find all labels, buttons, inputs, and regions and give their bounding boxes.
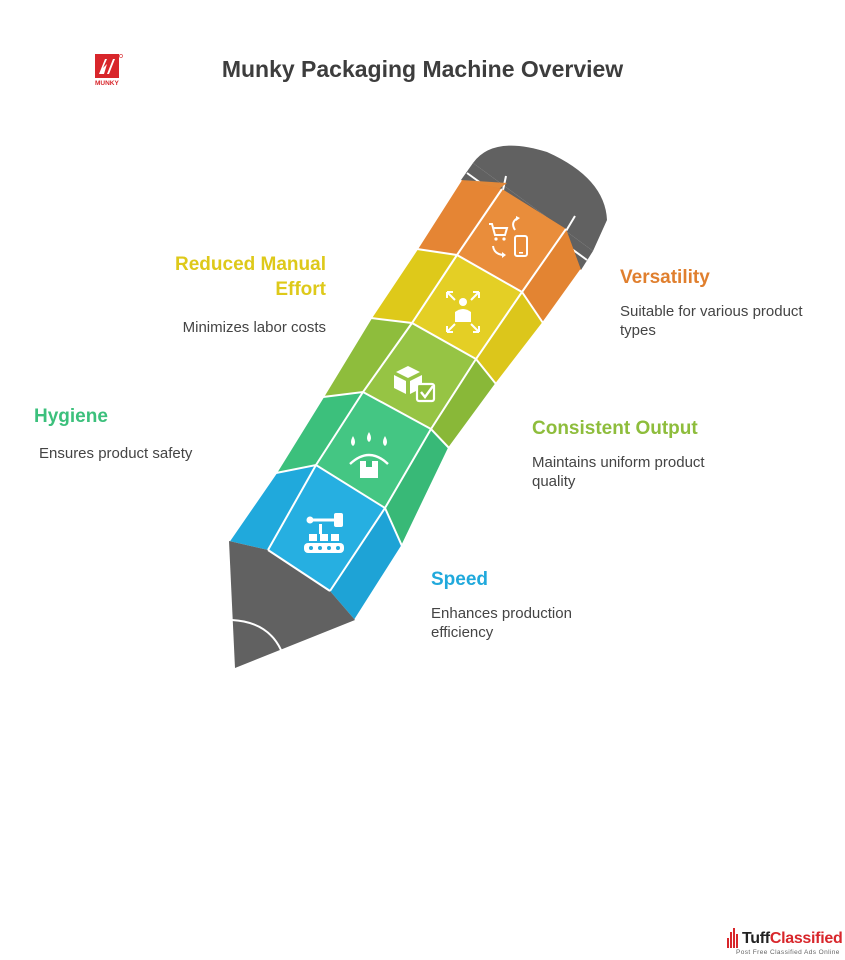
watermark-brand-part1: Tuff	[742, 930, 770, 947]
segment-reduced-effort	[371, 249, 543, 384]
watermark-brand-part2: Classified	[769, 930, 843, 947]
segment-speed	[229, 465, 402, 620]
robot-arm-conveyor-icon	[304, 513, 344, 553]
pencil-tip	[229, 541, 355, 668]
watermark-brand: TuffClassified	[742, 930, 843, 948]
hygiene-desc: Ensures product safety	[39, 445, 193, 462]
segment-versatility	[417, 180, 581, 323]
svg-text:MUNKY: MUNKY	[95, 80, 119, 86]
pencil-cap	[473, 145, 607, 251]
water-drop-box-icon	[349, 432, 389, 478]
speed-desc: Enhances production efficiency	[431, 605, 572, 641]
tuffclassified-watermark: TuffClassified Post Free Classified Ads …	[726, 928, 843, 960]
reduced-effort-label: Reduced Manual Effort	[175, 254, 326, 300]
watermark-tagline: Post Free Classified Ads Online	[736, 949, 840, 956]
munky-logo: MUNKY	[95, 54, 123, 87]
person-expand-icon	[446, 291, 480, 333]
speed-label: Speed	[431, 569, 489, 590]
box-check-icon	[394, 366, 436, 403]
versatility-label: Versatility	[620, 267, 710, 288]
page-title: Munky Packaging Machine Overview	[221, 56, 624, 82]
versatility-desc: Suitable for various product types	[620, 303, 803, 339]
shopping-mobile-icon	[489, 216, 528, 258]
consistent-output-desc: Maintains uniform product quality	[532, 454, 705, 490]
reduced-effort-desc: Minimizes labor costs	[182, 319, 326, 336]
hygiene-label: Hygiene	[34, 406, 108, 427]
consistent-output-label: Consistent Output	[532, 418, 698, 439]
